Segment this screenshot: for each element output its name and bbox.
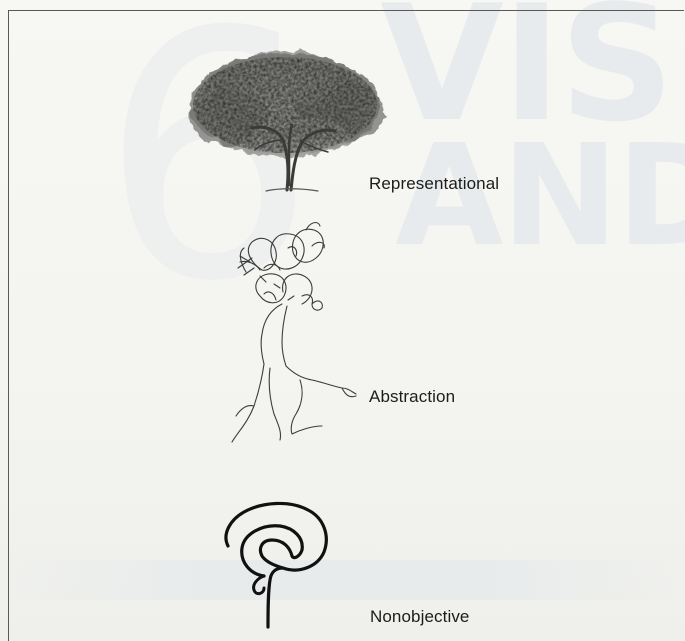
- caption-nonobjective: Nonobjective: [370, 607, 469, 627]
- spiral-stem-icon: [226, 503, 326, 627]
- tree-drawing-icon: [190, 50, 385, 191]
- caption-abstraction: Abstraction: [369, 387, 455, 407]
- caption-representational: Representational: [369, 174, 499, 194]
- scribbled-tree-icon: [232, 223, 356, 442]
